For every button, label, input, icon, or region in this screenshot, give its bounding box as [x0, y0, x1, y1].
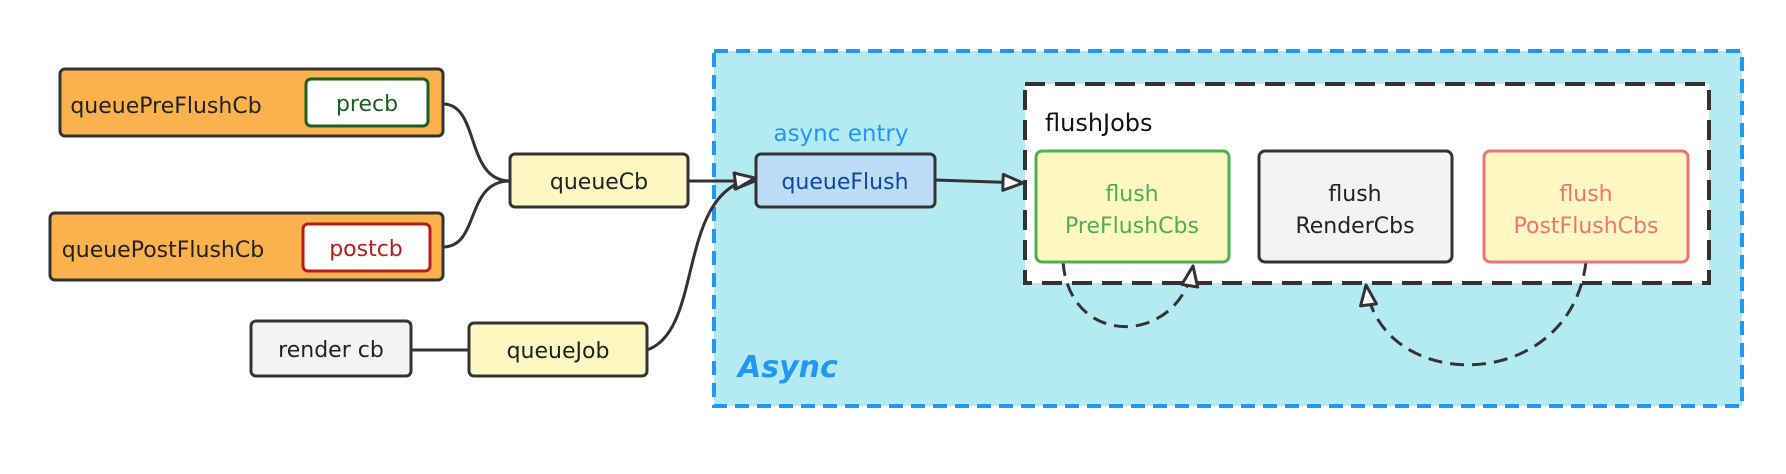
loop-preflush — [1061, 261, 1200, 328]
flush-post-flush-cbs-line1: flush — [1559, 182, 1612, 207]
flush-pre-flush-cbs-line1: flush — [1105, 182, 1158, 207]
flush-jobs-label: flushJobs — [1045, 109, 1153, 137]
precb-label: precb — [336, 92, 398, 117]
flush-render-cbs-node — [1257, 149, 1454, 264]
flush-pre-flush-cbs-line2: PreFlushCbs — [1065, 214, 1199, 239]
flush-render-cbs-line2: RenderCbs — [1295, 214, 1414, 239]
connector-queueflush-to-flushjobs — [934, 172, 1025, 192]
postcb-label: postcb — [329, 237, 403, 262]
async-label: Async — [736, 350, 838, 385]
precb-node — [304, 77, 430, 128]
queue-cb-node — [508, 152, 690, 209]
queue-flush-label: queueFlush — [781, 170, 908, 195]
render-cb-node — [249, 319, 413, 378]
flush-pre-flush-cbs-node — [1034, 149, 1231, 264]
queue-cb-label: queueCb — [550, 170, 648, 195]
flush-post-flush-cbs-node — [1482, 149, 1690, 264]
async-entry-label: async entry — [773, 121, 908, 147]
queue-job-node — [467, 321, 649, 378]
queue-flush-node — [754, 152, 937, 209]
queue-pre-flush-cb-label: queuePreFlushCb — [70, 94, 261, 119]
render-cb-label: render cb — [278, 338, 384, 363]
loop-postflush-to-render — [1359, 261, 1588, 367]
postcb-node — [301, 222, 432, 273]
queue-post-flush-cb-label: queuePostFlushCb — [62, 238, 264, 263]
connector-pre-to-queuecb — [442, 102, 511, 183]
queue-job-label: queueJob — [507, 339, 610, 364]
flush-post-flush-cbs-line2: PostFlushCbs — [1514, 214, 1659, 239]
connector-queuejob-to-queueflush — [646, 171, 757, 352]
connector-post-to-queuecb — [442, 179, 511, 249]
flush-render-cbs-line1: flush — [1328, 182, 1381, 207]
